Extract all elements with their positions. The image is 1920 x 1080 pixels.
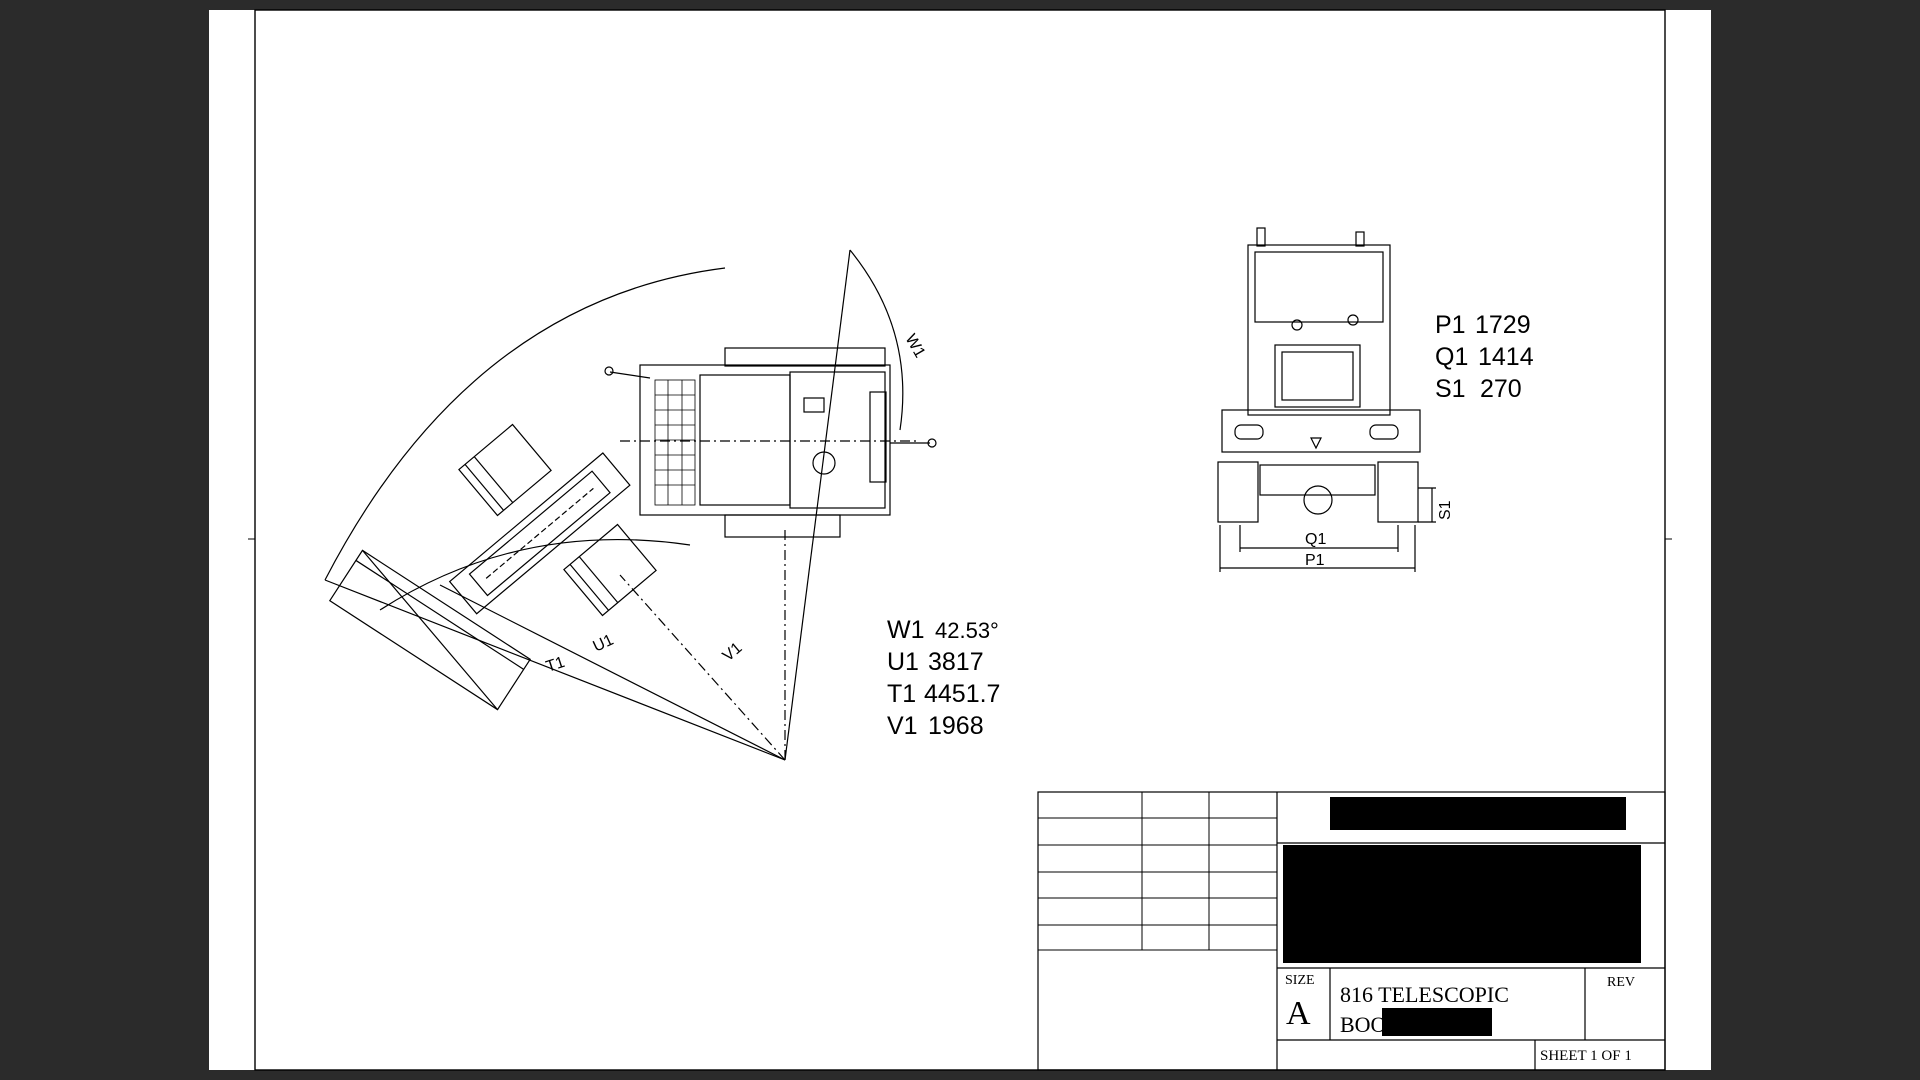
- top-view: [324, 249, 937, 761]
- leader-label-w1: W1: [902, 332, 929, 361]
- drawing-title-line2: BOOM: [1340, 1012, 1406, 1037]
- front-axle: [1259, 464, 1376, 496]
- windshield-inner: [1281, 351, 1354, 401]
- front-wheel-left: [458, 423, 552, 517]
- dim-value-t1: 4451.7: [924, 680, 1000, 708]
- front-emblem: [1310, 437, 1322, 450]
- cab-roof: [789, 371, 886, 509]
- dim-label-v1: V1: [887, 712, 918, 740]
- beacon-right: [1355, 231, 1365, 247]
- size-value: A: [1286, 995, 1311, 1032]
- tow-hitch-eye: [927, 438, 937, 448]
- title-block-text: SIZE A REV 816 TELESCOPIC BOOM SHEET 1 O…: [1285, 973, 1635, 1064]
- redaction-drawing-number: [1382, 1008, 1492, 1036]
- sheet-number: SHEET 1 OF 1: [1540, 1048, 1632, 1064]
- front-windshield: [1274, 344, 1361, 408]
- front-view: [1217, 227, 1436, 572]
- swing-arc-right: [849, 249, 904, 431]
- dim-value-v1: 1968: [928, 712, 984, 740]
- drawing-title-line1: 816 TELESCOPIC: [1340, 982, 1509, 1007]
- radius-line-t: [324, 579, 786, 761]
- radius-line-w: [784, 249, 851, 761]
- swing-arc-outer: [324, 267, 726, 581]
- revision-table: [1038, 792, 1277, 951]
- front-wheel-right: [1377, 461, 1419, 523]
- drawing-border: [254, 9, 1666, 1071]
- dim-label-t1: T1: [887, 680, 916, 708]
- axle-hub: [1303, 485, 1333, 515]
- top-view-leader-labels: W1 U1 T1 V1: [544, 332, 928, 676]
- leader-label-u1: U1: [591, 632, 617, 656]
- cab-roof-panel: [1254, 251, 1384, 323]
- rear-counterweight: [869, 391, 887, 483]
- engine-cover: [699, 374, 791, 506]
- leader-label-t1: T1: [544, 654, 567, 676]
- leader-label-q1: Q1: [1305, 531, 1326, 548]
- redaction-company-name: [1330, 797, 1626, 830]
- dim-value-s1: 270: [1480, 375, 1522, 403]
- dim-value-p1: 1729: [1475, 311, 1531, 339]
- dim-value-q1: 1414: [1478, 343, 1534, 371]
- redaction-logo-block: [1283, 845, 1641, 963]
- dim-value-w1: 42.53°: [935, 618, 999, 643]
- cab-body: [1247, 244, 1391, 416]
- swing-arc-inner: [379, 538, 691, 611]
- cab-window: [803, 397, 825, 413]
- beacon-left: [1256, 227, 1266, 247]
- cab-seat: [812, 451, 836, 475]
- leader-label-s1: S1: [1437, 500, 1454, 520]
- radius-line-u: [439, 584, 786, 761]
- leader-label-p1: P1: [1305, 552, 1325, 569]
- mirror-arm: [609, 371, 651, 379]
- top-view-dimensions: W1 42.53° U1 3817 T1 4451.7 V1 1968: [887, 616, 1000, 740]
- size-label: SIZE: [1285, 973, 1315, 988]
- title-block: [1037, 791, 1666, 1071]
- roof-handle: [1291, 319, 1303, 331]
- front-wheel-right: [563, 523, 657, 617]
- dim-value-u1: 3817: [928, 648, 984, 676]
- radius-line-v: [619, 574, 786, 761]
- dim-label-w1: W1: [887, 616, 925, 644]
- headlight-right: [1369, 424, 1399, 440]
- front-view-dimensions: P1 1729 Q1 1414 S1 270: [1435, 311, 1534, 403]
- dim-label-s1: S1: [1435, 375, 1466, 403]
- bucket: [328, 549, 532, 711]
- telescopic-boom: [448, 452, 631, 615]
- dim-label-u1: U1: [887, 648, 919, 676]
- leader-label-v1: V1: [720, 639, 746, 665]
- front-wheel-left: [1217, 461, 1259, 523]
- title-block-frame: [1037, 791, 1666, 1071]
- radiator-grid: [654, 379, 696, 506]
- front-bumper: [1221, 409, 1421, 453]
- dim-label-q1: Q1: [1435, 343, 1468, 371]
- roof-light: [1347, 314, 1359, 326]
- chassis-bottom-rail: [724, 514, 841, 538]
- front-view-leader-labels: Q1 P1 S1: [1305, 500, 1454, 569]
- rev-label: REV: [1607, 975, 1635, 990]
- mirror-head: [604, 366, 614, 376]
- headlight-left: [1234, 424, 1264, 440]
- chassis-top-rail: [724, 347, 886, 367]
- dim-label-p1: P1: [1435, 311, 1466, 339]
